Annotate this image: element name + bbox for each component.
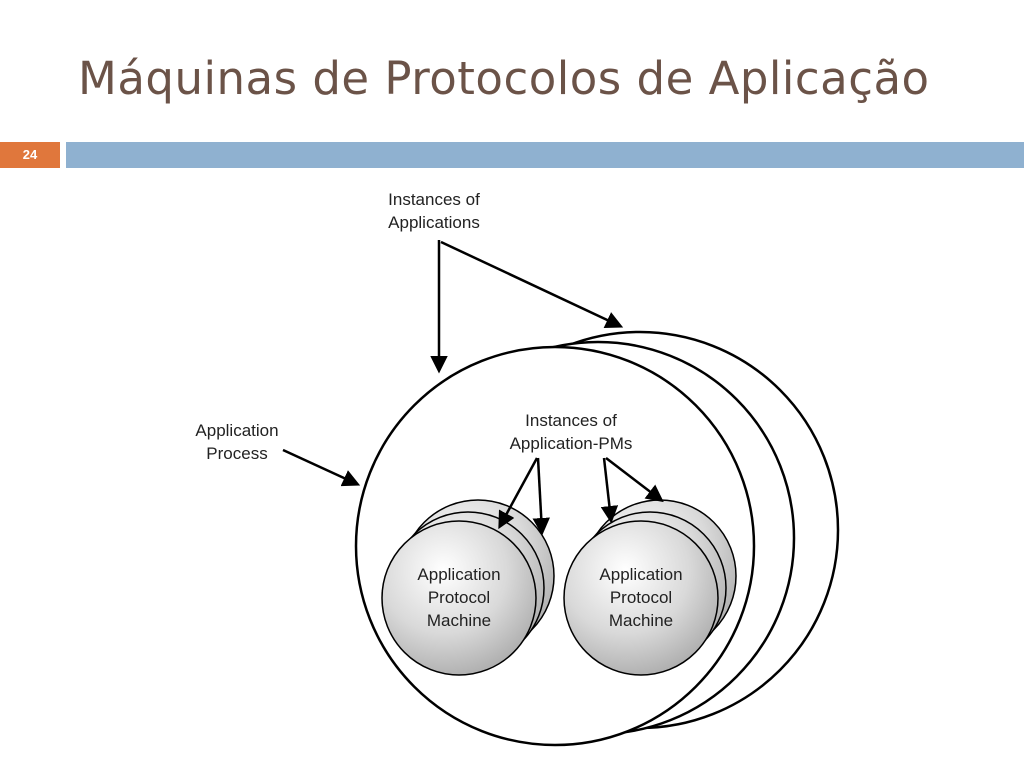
page-number: 24 xyxy=(0,142,60,168)
right-pm-stack: Application Protocol Machine xyxy=(563,499,737,676)
left-pm-label-line2: Protocol xyxy=(428,588,490,607)
right-pm-label-line1: Application xyxy=(599,565,682,584)
right-pm-sphere-front xyxy=(563,520,719,676)
arrow-pms-to-left-back xyxy=(532,457,550,536)
instances-of-applications-label-line1: Instances of xyxy=(388,190,480,209)
instances-of-pms-label-line1: Instances of xyxy=(525,411,617,430)
left-pm-label-line1: Application xyxy=(417,565,500,584)
left-pm-stack: Application Protocol Machine xyxy=(381,499,555,676)
arrow-application-process xyxy=(282,448,361,487)
left-pm-label-line3: Machine xyxy=(427,611,491,630)
instances-of-applications-label-line2: Applications xyxy=(388,213,480,232)
header-bar xyxy=(66,142,1024,168)
application-process-label-line2: Process xyxy=(206,444,267,463)
instances-of-pms-label-line2: Application-PMs xyxy=(510,434,633,453)
right-pm-label-line2: Protocol xyxy=(610,588,672,607)
slide-title: Máquinas de Protocolos de Aplicação xyxy=(78,52,930,105)
application-process-label-line1: Application xyxy=(195,421,278,440)
arrow-pms-to-right-back xyxy=(605,457,664,503)
left-pm-sphere-front xyxy=(381,520,537,676)
arrow-pms-to-left-front xyxy=(498,457,539,530)
right-pm-label-line3: Machine xyxy=(609,611,673,630)
arrow-applications-to-back-circle xyxy=(440,240,624,328)
arrow-pms-to-right-front xyxy=(600,457,619,524)
